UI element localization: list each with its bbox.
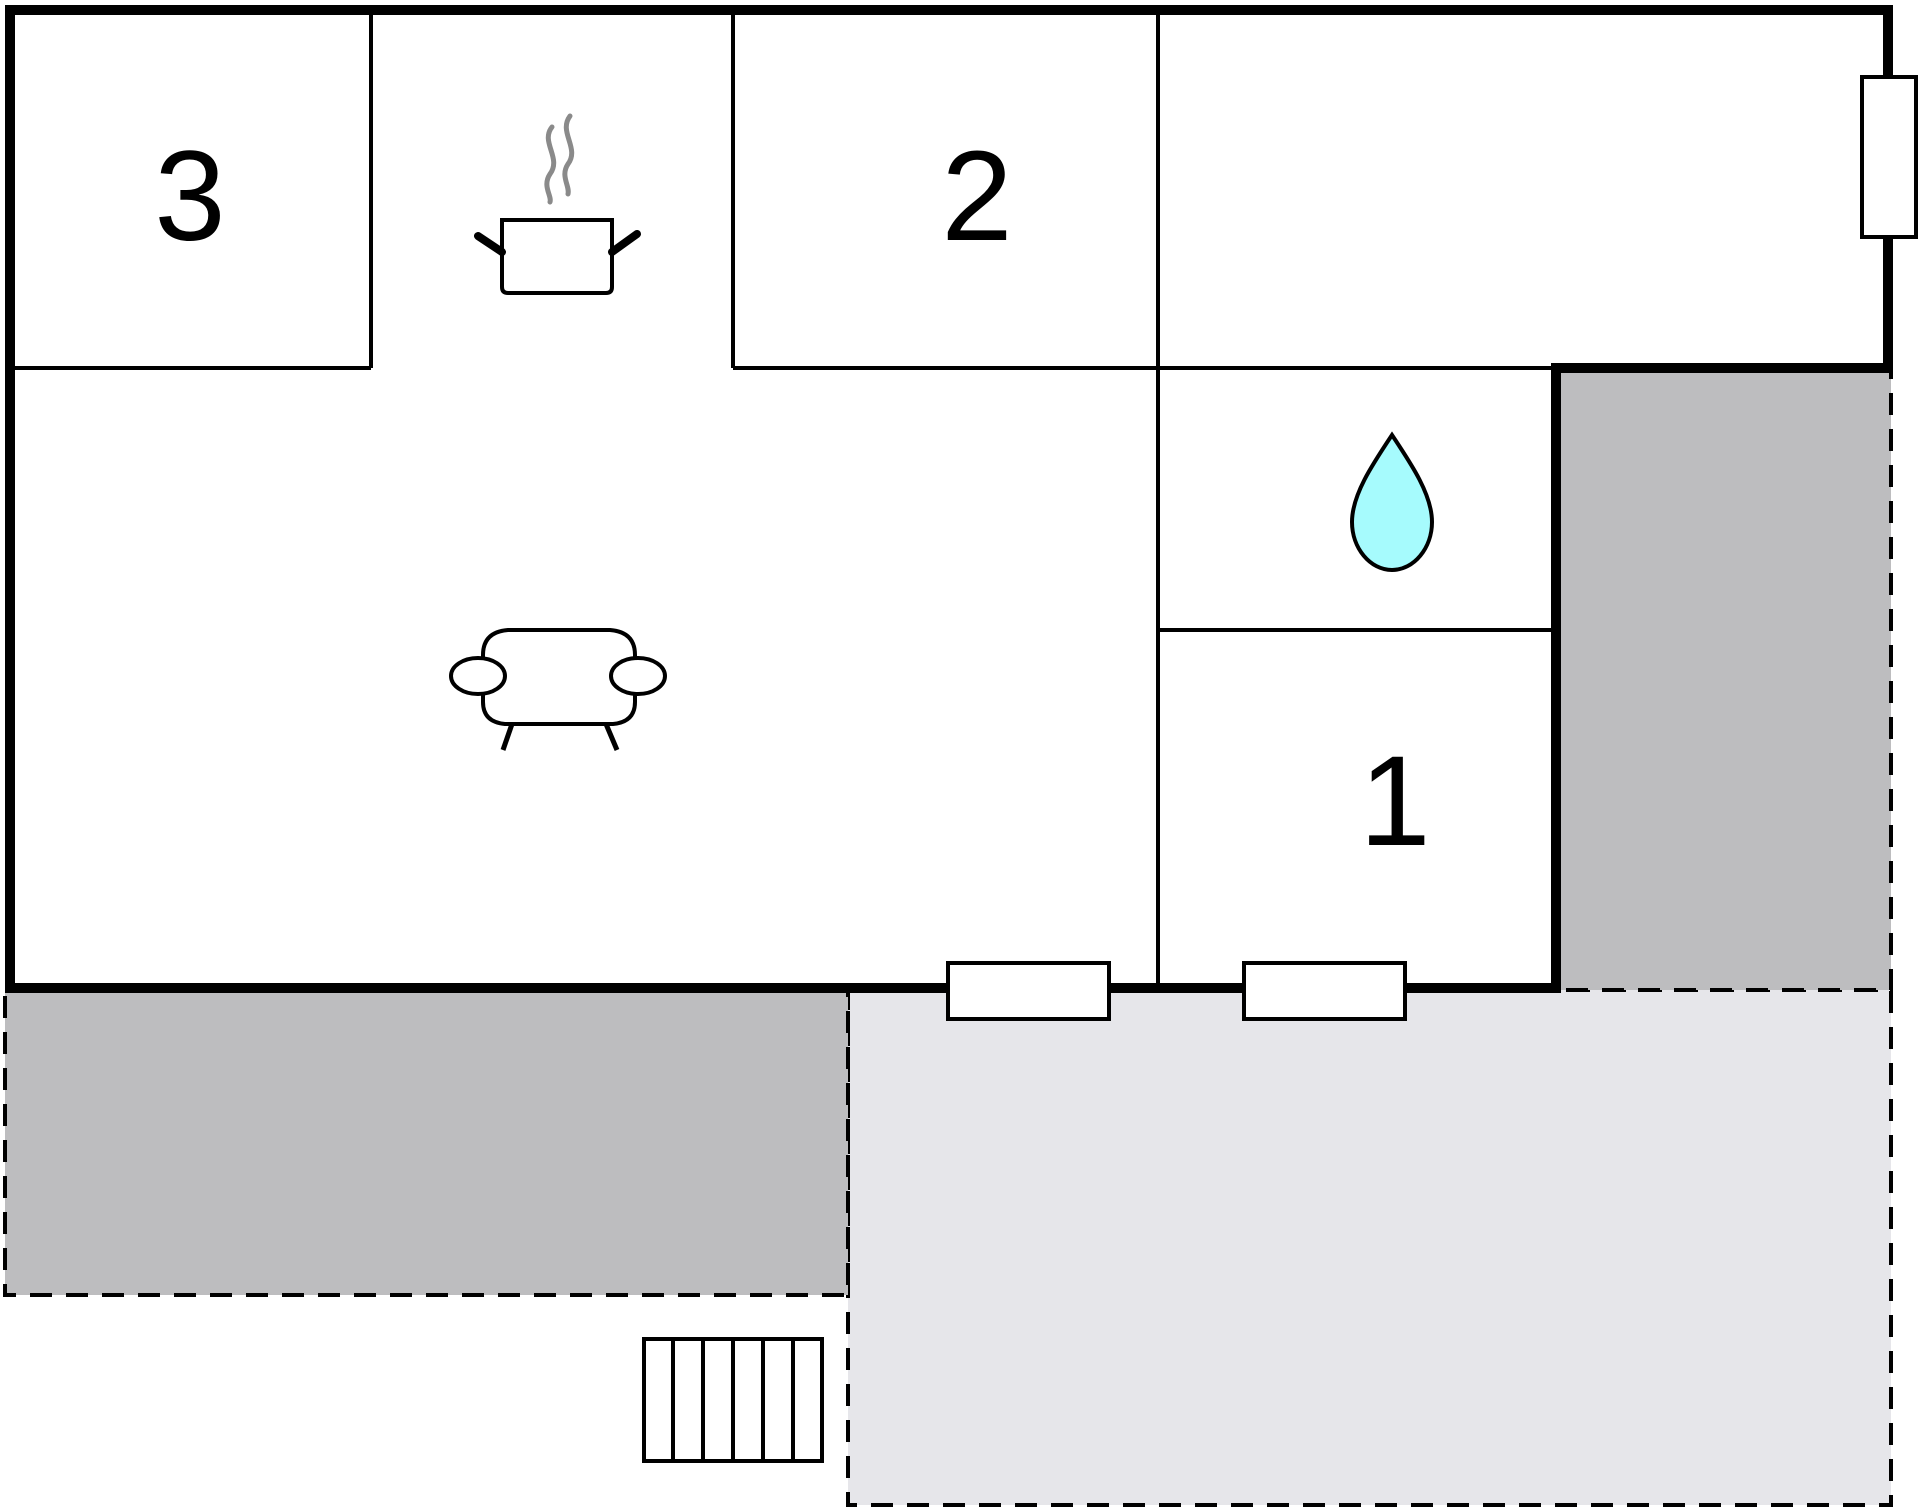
sofa-icon bbox=[449, 628, 667, 751]
covered-area-left bbox=[3, 988, 850, 1297]
door-living-room bbox=[946, 961, 1111, 1021]
interior-floor bbox=[10, 10, 1888, 988]
room-label-1: 1 bbox=[1359, 730, 1430, 873]
terrace bbox=[846, 988, 1893, 1507]
stairs-icon bbox=[642, 1337, 824, 1463]
room-label-3: 3 bbox=[154, 125, 225, 268]
door-bedroom-1 bbox=[1242, 961, 1407, 1021]
water-drop-icon bbox=[1349, 431, 1435, 573]
window-right-wall bbox=[1860, 75, 1918, 239]
covered-area-right bbox=[1554, 366, 1893, 992]
cooking-pot-icon bbox=[474, 113, 641, 295]
openings bbox=[946, 75, 1918, 1021]
outdoor-areas bbox=[3, 366, 1893, 1507]
exterior-walls bbox=[5, 5, 1893, 993]
room-label-2: 2 bbox=[941, 125, 1012, 268]
